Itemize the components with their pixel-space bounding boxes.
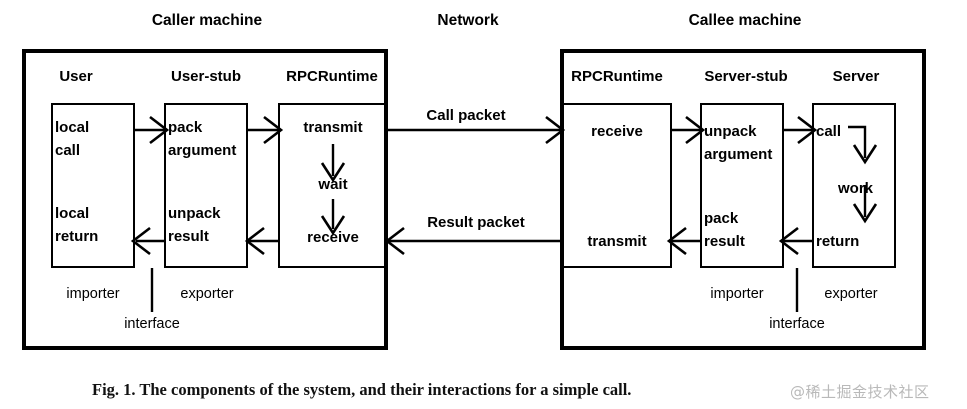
server-line-return: return (816, 233, 860, 250)
server-line-work: work (838, 180, 874, 197)
user-stub-line-argument: argument (168, 142, 237, 159)
user-box-line-local: local (55, 119, 90, 136)
callee-col-head-server-stub: Server-stub (704, 68, 788, 85)
caller-rpc-line-receive: receive (307, 229, 359, 246)
call-packet-label: Call packet (426, 107, 506, 124)
caller-rpcruntime-box: transmit wait receive (278, 103, 388, 268)
callee-col-head-server: Server (832, 68, 880, 85)
caller-rpc-line-transmit: transmit (303, 119, 363, 136)
server-stub-line-result: result (704, 233, 745, 250)
caller-interface-label: interface (124, 316, 180, 332)
callee-machine-title: Callee machine (688, 12, 802, 29)
server-stub-box: unpack argument pack result (700, 103, 784, 268)
callee-rpcruntime-box: receive transmit (562, 103, 672, 268)
callee-exporter-label: exporter (824, 286, 878, 302)
user-box-line-call: call (55, 142, 81, 159)
caller-col-head-user-stub: User-stub (170, 68, 242, 85)
server-stub-line-pack: pack (704, 210, 739, 227)
caller-rpc-line-wait: wait (318, 176, 348, 193)
callee-importer-label: importer (710, 286, 764, 302)
network-title: Network (437, 12, 499, 29)
callee-rpc-line-transmit: transmit (587, 233, 647, 250)
callee-rpc-line-receive: receive (591, 123, 643, 140)
caller-col-head-user: User (59, 68, 93, 85)
user-stub-line-unpack: unpack (168, 205, 221, 222)
user-box: local call local return (51, 103, 135, 268)
user-stub-line-result: result (168, 228, 209, 245)
caller-importer-label: importer (66, 286, 120, 302)
server-box: call work return (812, 103, 896, 268)
server-stub-line-argument: argument (704, 146, 773, 163)
caller-col-head-rpcruntime: RPCRuntime (286, 68, 378, 85)
figure-caption: Fig. 1. The components of the system, an… (92, 380, 632, 399)
result-packet-label: Result packet (427, 214, 525, 231)
caller-machine-title: Caller machine (151, 12, 263, 29)
server-stub-line-unpack: unpack (704, 123, 757, 140)
user-box-line-local-2: local (55, 205, 90, 222)
caller-exporter-label: exporter (180, 286, 234, 302)
user-box-line-return: return (55, 228, 99, 245)
server-line-call: call (816, 123, 842, 140)
user-stub-line-pack: pack (168, 119, 203, 136)
callee-col-head-rpcruntime: RPCRuntime (571, 68, 663, 85)
callee-interface-label: interface (769, 316, 825, 332)
user-stub-box: pack argument unpack result (164, 103, 248, 268)
watermark-text: @稀土掘金技术社区 (790, 383, 930, 401)
